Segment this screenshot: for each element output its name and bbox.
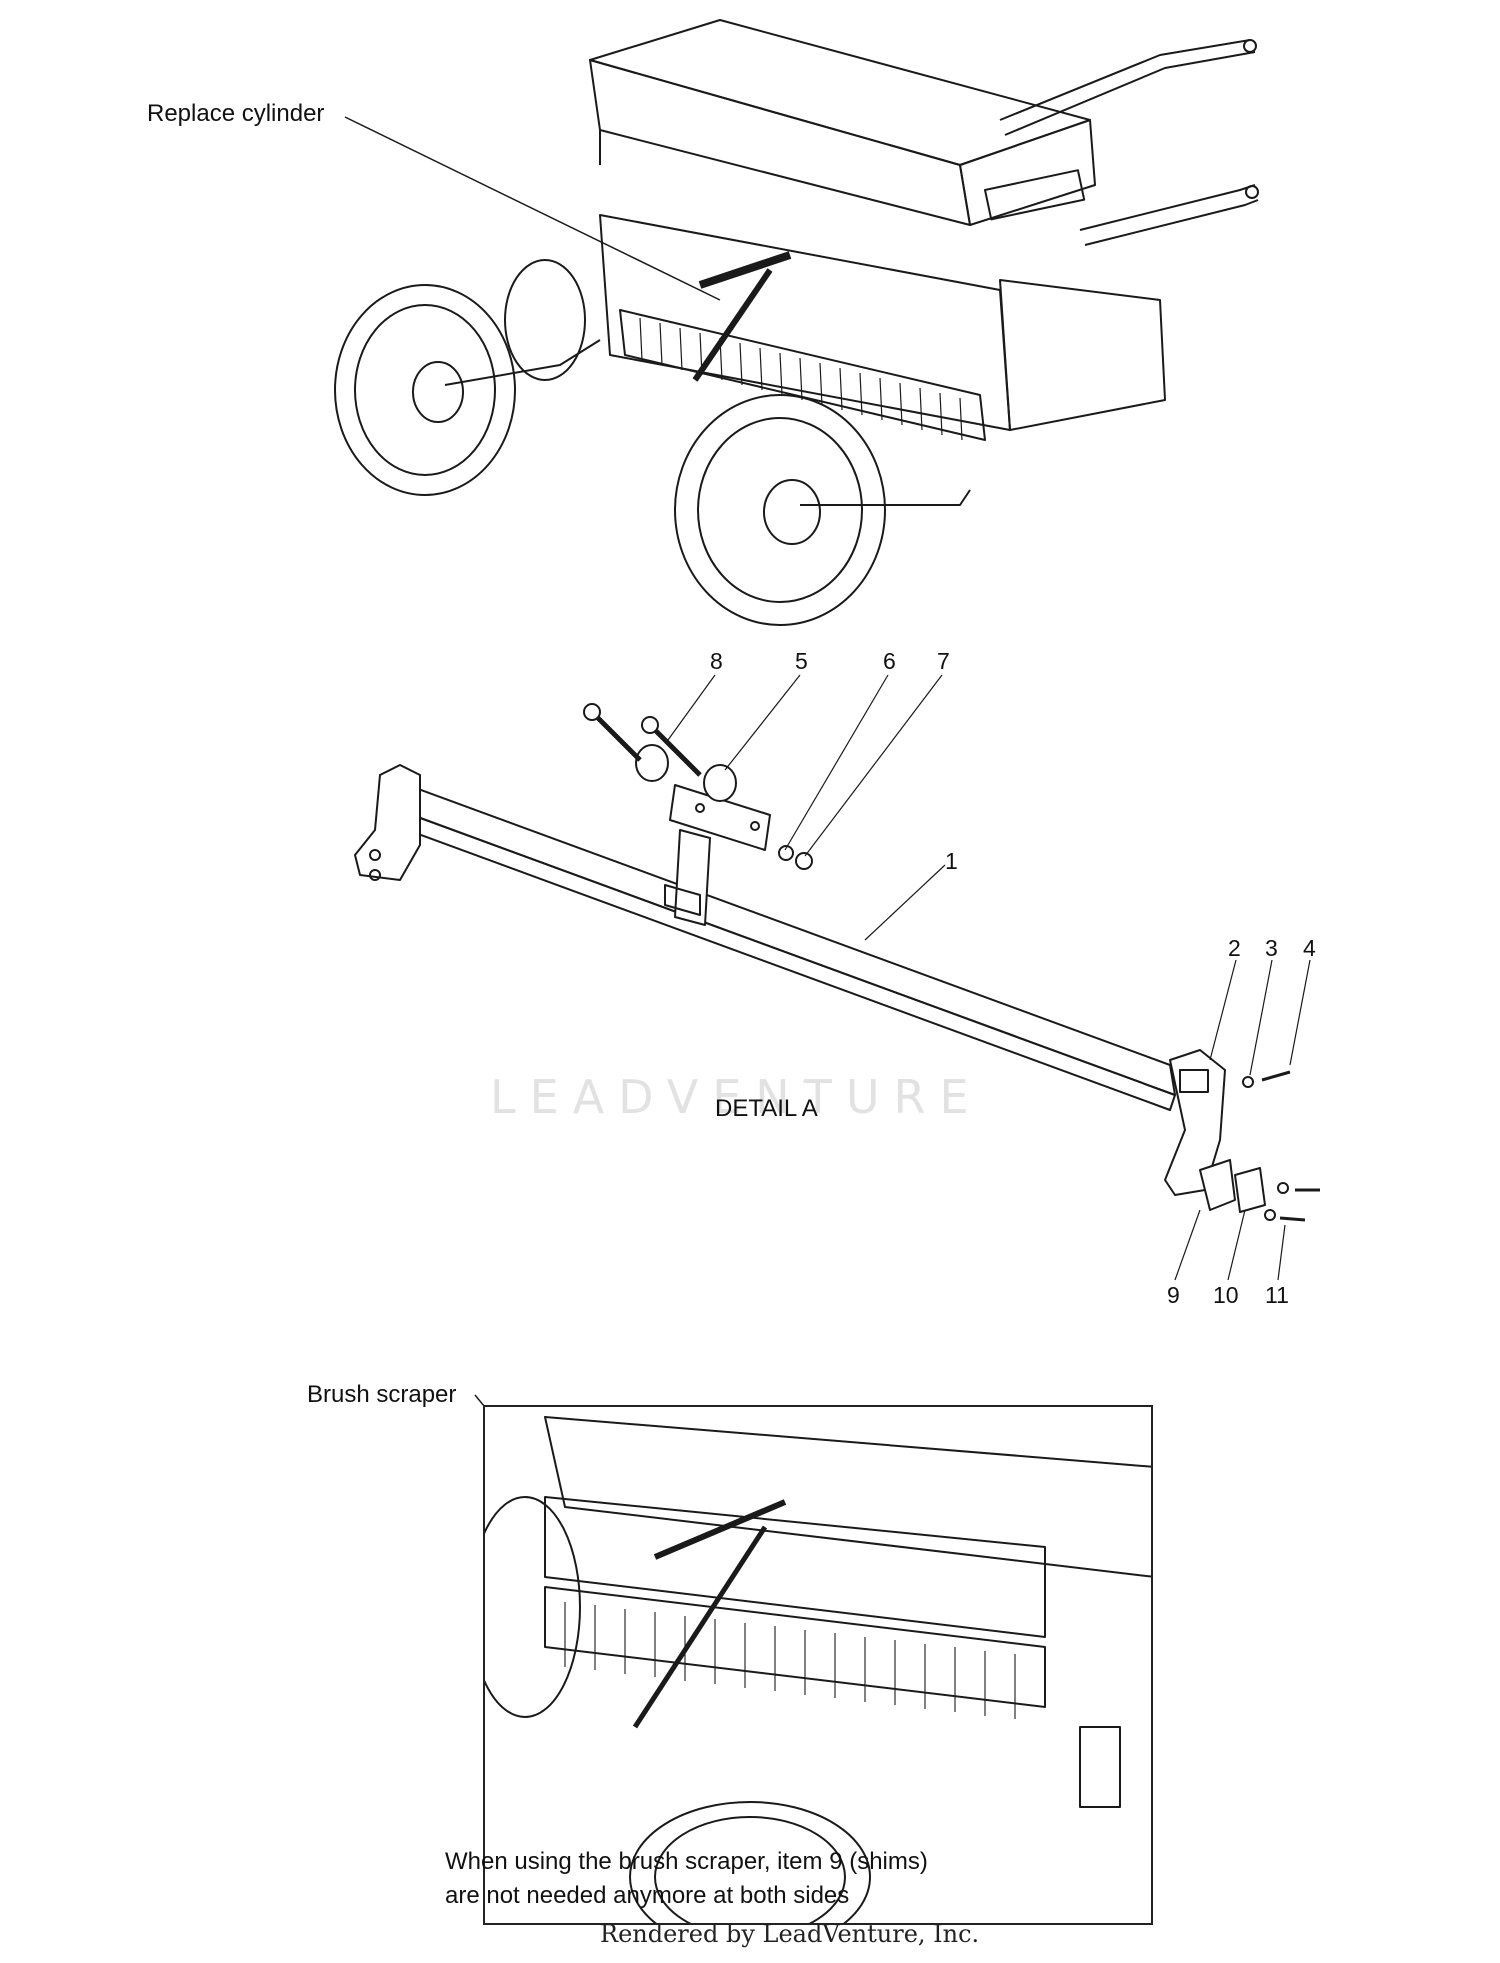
- rendered-by-footer: Rendered by LeadVenture, Inc.: [600, 1920, 980, 1948]
- callout-5: 5: [795, 648, 808, 674]
- detail-a-label: DETAIL A: [715, 1095, 818, 1122]
- usage-note-line-2: are not needed anymore at both sides: [445, 1882, 850, 1909]
- callout-8: 8: [710, 648, 723, 674]
- replace-cylinder-label: Replace cylinder: [147, 100, 325, 127]
- callout-7: 7: [937, 648, 950, 674]
- callout-3: 3: [1265, 935, 1278, 961]
- detail-a-exploded-view: [354, 674, 1320, 1536]
- callout-11: 11: [1265, 1282, 1289, 1308]
- callout-9: 9: [1167, 1282, 1180, 1308]
- callout-10: 10: [1213, 1282, 1239, 1308]
- usage-note-line-1: When using the brush scraper, item 9 (sh…: [445, 1848, 928, 1875]
- usage-note: When using the brush scraper, item 9 (sh…: [445, 1845, 928, 1913]
- callout-4: 4: [1303, 935, 1316, 961]
- watermark: LEADVENTURE: [490, 1070, 983, 1124]
- callout-2: 2: [1228, 935, 1241, 961]
- brush-scraper-inset-view: [483, 1405, 1153, 1925]
- callout-1: 1: [945, 848, 958, 874]
- seeder-machine-illustration: [334, 19, 1259, 626]
- brush-scraper-label: Brush scraper: [307, 1381, 457, 1408]
- callout-6: 6: [883, 648, 896, 674]
